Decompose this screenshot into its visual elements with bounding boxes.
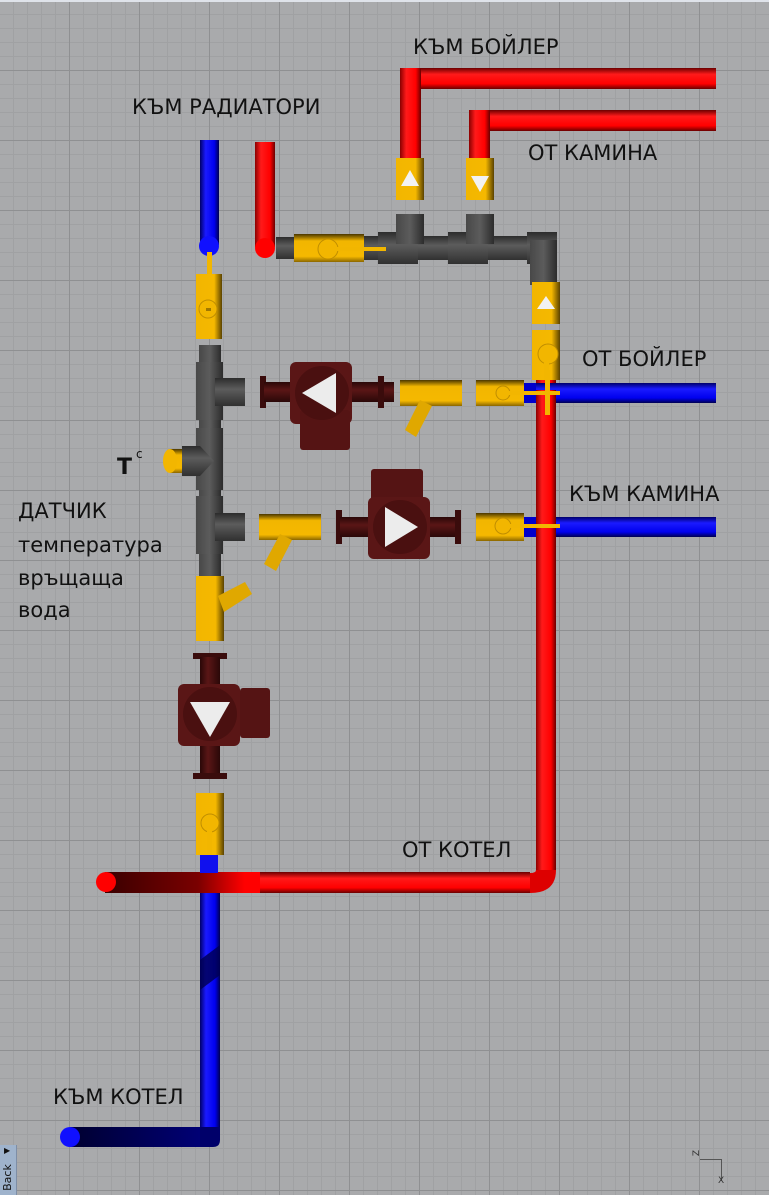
ball-valve-top-manifold (294, 234, 386, 262)
pipe-to-radiators-supply (255, 142, 275, 258)
play-arrow-icon: ▶ (4, 1146, 11, 1155)
arrow-right-icon (385, 507, 418, 547)
strainer-fireplace (259, 514, 321, 571)
left-manifold (196, 345, 245, 605)
label-to-boiler-tank: КЪМ БОЙЛЕР (413, 35, 559, 59)
label-from-fireplace: ОТ КАМИНА (528, 141, 658, 165)
check-valve-from-fireplace (466, 158, 494, 200)
axis-indicator: Z X (690, 1148, 735, 1188)
arrow-left-icon (302, 373, 336, 413)
pipe-to-fireplace (520, 517, 716, 537)
back-button[interactable]: ▶ Back (0, 1145, 17, 1195)
axis-x-label: X (718, 1176, 725, 1186)
pump-fireplace (336, 469, 461, 559)
axis-z-label: Z (692, 1149, 703, 1157)
label-to-radiators: КЪМ РАДИАТОРИ (132, 95, 321, 119)
check-valve-to-boiler-tank (396, 158, 424, 200)
pipe-to-boiler-tank (400, 68, 716, 163)
sensor-symbol: T (117, 455, 133, 480)
pump-radiators (178, 653, 270, 779)
sensor-label-line1: ДАТЧИК (18, 499, 107, 523)
label-from-boiler: ОТ КОТЕЛ (402, 838, 512, 862)
check-valve-riser (532, 282, 560, 324)
label-from-boiler-tank: ОТ БОЙЛЕР (582, 347, 707, 371)
pipe-from-fireplace-top (469, 110, 716, 163)
ball-valve-boiler-return (196, 793, 224, 873)
window-top-border (0, 0, 769, 2)
arrow-down-icon (471, 176, 489, 192)
sensor-label-line3: връщаща (18, 566, 124, 590)
sensor-label-line4: вода (18, 598, 71, 622)
pipe-to-boiler (60, 893, 220, 1147)
ball-valve-radiator-return (196, 252, 222, 339)
pipe-to-radiators-return (199, 140, 219, 256)
axis-vertical-line (721, 1159, 722, 1181)
arrow-up-icon (537, 296, 555, 309)
ball-valve-from-boiler-tank (476, 370, 560, 415)
sensor-unit: c (136, 447, 143, 461)
pipe-from-boiler-tank (520, 383, 716, 403)
axis-horizontal-line (700, 1159, 722, 1160)
strainer-boiler-tank (400, 380, 462, 437)
sensor-label-line2: температура (18, 533, 163, 557)
ball-valve-to-fireplace (476, 513, 560, 541)
back-label: Back (0, 1164, 14, 1191)
label-to-fireplace: КЪМ КАМИНА (569, 482, 720, 506)
label-to-boiler: КЪМ КОТЕЛ (53, 1085, 184, 1109)
arrow-down-icon (190, 702, 230, 737)
temperature-sensor (163, 446, 214, 476)
riser-overlap (536, 390, 556, 540)
arrow-up-icon (401, 170, 419, 186)
pump-boiler-tank (260, 362, 394, 450)
strainer-radiator-return (196, 576, 252, 641)
